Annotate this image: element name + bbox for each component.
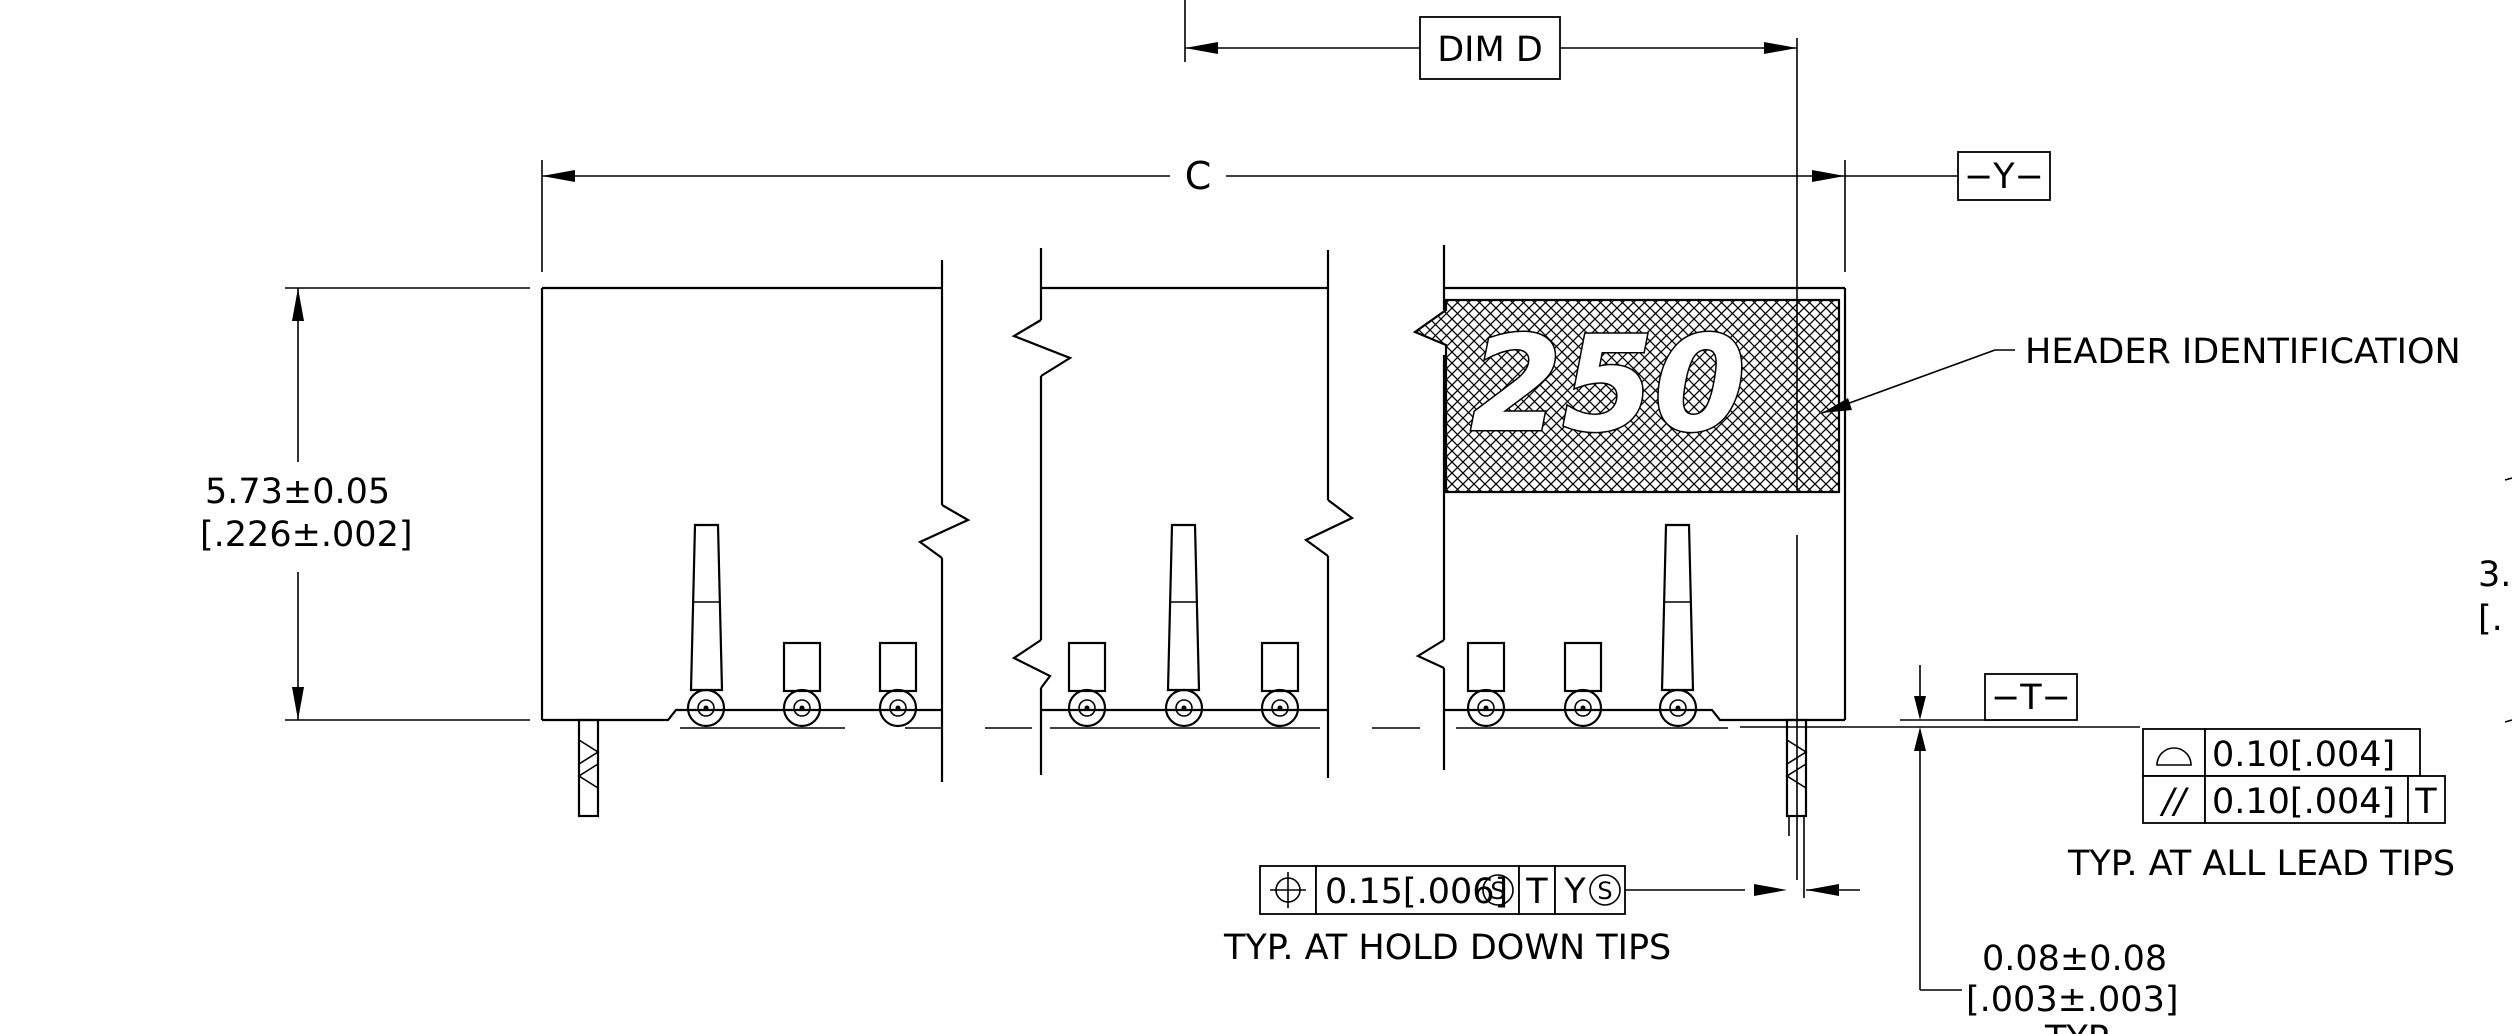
solder-tail-left-2 bbox=[782, 688, 822, 728]
header-id-number: 250 bbox=[1470, 308, 1746, 462]
standoff-mm-text: 0.08±0.08 bbox=[1982, 939, 2167, 979]
solder-tail-middle-1 bbox=[1067, 688, 1107, 728]
solder-tail-right-1 bbox=[1466, 688, 1506, 728]
tall-pin-left bbox=[689, 523, 724, 692]
solder-tail-left-3 bbox=[878, 688, 918, 728]
header-body-right-segment: 250 bbox=[1372, 245, 1847, 898]
rfs-modifier-icon-1 bbox=[1482, 874, 1514, 906]
header-identification-callout: HEADER IDENTIFICATION bbox=[1821, 332, 2461, 414]
right-clipped-text-2: [. bbox=[2478, 599, 2503, 639]
height-in-text: [.226±.002] bbox=[200, 515, 413, 555]
right-clipped-text-1: 3. bbox=[2478, 555, 2511, 595]
short-pin-middle-2 bbox=[1260, 641, 1300, 693]
fcf-position-datum-2: Y bbox=[1563, 872, 1586, 912]
header-identification-label-area: 250 bbox=[1412, 298, 1841, 494]
fcf-position-value: 0.15[.006] bbox=[1325, 872, 1508, 912]
hold-down-left bbox=[577, 718, 600, 818]
header-body-middle-segment bbox=[985, 248, 1355, 778]
typ-hold-down-text: TYP. AT HOLD DOWN TIPS bbox=[1223, 928, 1671, 968]
solder-tail-left-1 bbox=[686, 688, 726, 728]
parallelism-icon: // bbox=[2159, 782, 2189, 822]
position-icon bbox=[1270, 872, 1306, 908]
standoff-typ-text: TYP bbox=[2044, 1019, 2109, 1034]
rfs-modifier-icon-2 bbox=[1589, 874, 1621, 906]
fcf-position-datum-1: T bbox=[1525, 872, 1548, 912]
short-pin-left-1 bbox=[782, 641, 822, 693]
datum-y-label: −Y− bbox=[1964, 157, 2044, 197]
short-pin-left-2 bbox=[878, 641, 918, 693]
header-body-left-segment bbox=[540, 260, 971, 818]
header-identification-text: HEADER IDENTIFICATION bbox=[2025, 332, 2461, 372]
short-pin-right-1 bbox=[1466, 641, 1506, 693]
typ-lead-tips-text: TYP. AT ALL LEAD TIPS bbox=[2067, 844, 2455, 884]
datum-t-label: −T− bbox=[1991, 678, 2071, 718]
short-pin-right-2 bbox=[1563, 641, 1603, 693]
dim-c-dimension: C bbox=[541, 154, 1846, 272]
fcf-profile-value: 0.10[.004] bbox=[2212, 735, 2395, 775]
height-dimension: 5.73±0.05 [.226±.002] bbox=[200, 287, 530, 721]
tall-pin-middle bbox=[1166, 523, 1201, 692]
solder-tail-right-2 bbox=[1563, 688, 1603, 728]
standoff-in-text: [.003±.003] bbox=[1966, 980, 2179, 1020]
profile-of-surface-icon bbox=[2156, 747, 2192, 766]
hold-down-right bbox=[1785, 718, 1808, 898]
fcf-parallel-datum: T bbox=[2414, 782, 2437, 822]
dim-d-dimension: DIM D bbox=[1184, 0, 1798, 880]
fcf-profile-frame: 0.10[.004] bbox=[2142, 728, 2421, 777]
fcf-position-frame: 0.15[.006] S T Y S bbox=[1259, 865, 1860, 915]
standoff-dimension: 0.08±0.08 [.003±.003] TYP bbox=[1966, 939, 2179, 1034]
datum-y-feature: −Y− bbox=[1845, 151, 2051, 201]
fcf-parallel-frame: // 0.10[.004] T bbox=[2142, 775, 2446, 824]
fcf-position-modifier-1: S bbox=[1490, 877, 1505, 905]
tall-pin-right-1 bbox=[1660, 523, 1695, 692]
short-pin-middle-1 bbox=[1067, 641, 1107, 693]
solder-tail-right-3 bbox=[1658, 688, 1698, 728]
right-clipped-dimension: 3. [. bbox=[2478, 477, 2512, 723]
solder-tail-middle-2 bbox=[1164, 688, 1204, 728]
height-mm-text: 5.73±0.05 bbox=[205, 472, 390, 512]
solder-tail-middle-3 bbox=[1260, 688, 1300, 728]
dim-d-label: DIM D bbox=[1437, 30, 1543, 70]
fcf-position-modifier-2: S bbox=[1597, 877, 1612, 905]
dim-c-label: C bbox=[1185, 154, 1212, 198]
fcf-parallel-value: 0.10[.004] bbox=[2212, 782, 2395, 822]
datum-t-feature: −T− bbox=[1740, 665, 2140, 991]
